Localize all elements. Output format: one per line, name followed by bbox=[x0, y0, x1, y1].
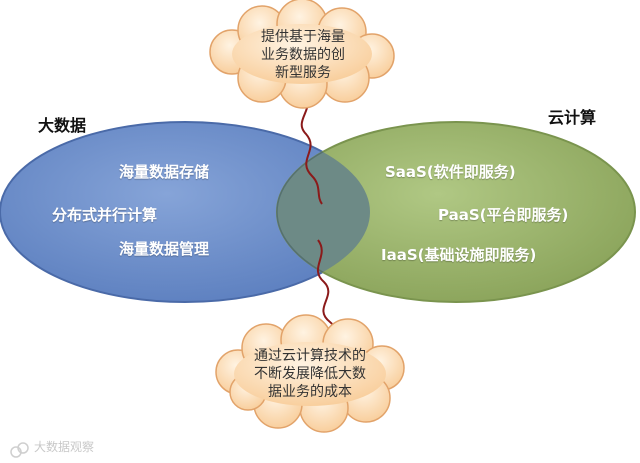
top-cloud-text: 提供基于海量 业务数据的创 新型服务 bbox=[232, 28, 374, 82]
watermark-logo-icon bbox=[10, 442, 29, 458]
bottom-cloud-line-3: 据业务的成本 bbox=[268, 384, 352, 400]
cloud-item-paas: PaaS(平台即服务) bbox=[438, 206, 569, 224]
top-connector-line bbox=[300, 91, 323, 205]
top-cloud-line-2: 业务数据的创 bbox=[261, 47, 345, 63]
top-cloud-line-3: 新型服务 bbox=[275, 65, 331, 81]
big-data-item-management: 海量数据管理 bbox=[119, 240, 210, 258]
big-data-title: 大数据 bbox=[38, 116, 87, 135]
big-data-item-storage: 海量数据存储 bbox=[119, 163, 210, 181]
cloud-computing-title: 云计算 bbox=[548, 108, 597, 127]
big-data-item-parallel-computing: 分布式并行计算 bbox=[52, 206, 158, 224]
bottom-cloud-text: 通过云计算技术的 不断发展降低大数 据业务的成本 bbox=[228, 347, 392, 401]
bottom-cloud-line-2: 不断发展降低大数 bbox=[254, 366, 366, 382]
top-cloud-line-1: 提供基于海量 bbox=[261, 29, 345, 45]
bottom-cloud-bubble bbox=[215, 314, 405, 433]
top-cloud-bubble bbox=[209, 0, 395, 109]
cloud-item-saas: SaaS(软件即服务) bbox=[385, 163, 516, 181]
cloud-item-iaas: IaaS(基础设施即服务) bbox=[381, 246, 537, 264]
watermark-text: 大数据观察 bbox=[34, 440, 95, 454]
bottom-cloud-line-1: 通过云计算技术的 bbox=[254, 348, 366, 364]
